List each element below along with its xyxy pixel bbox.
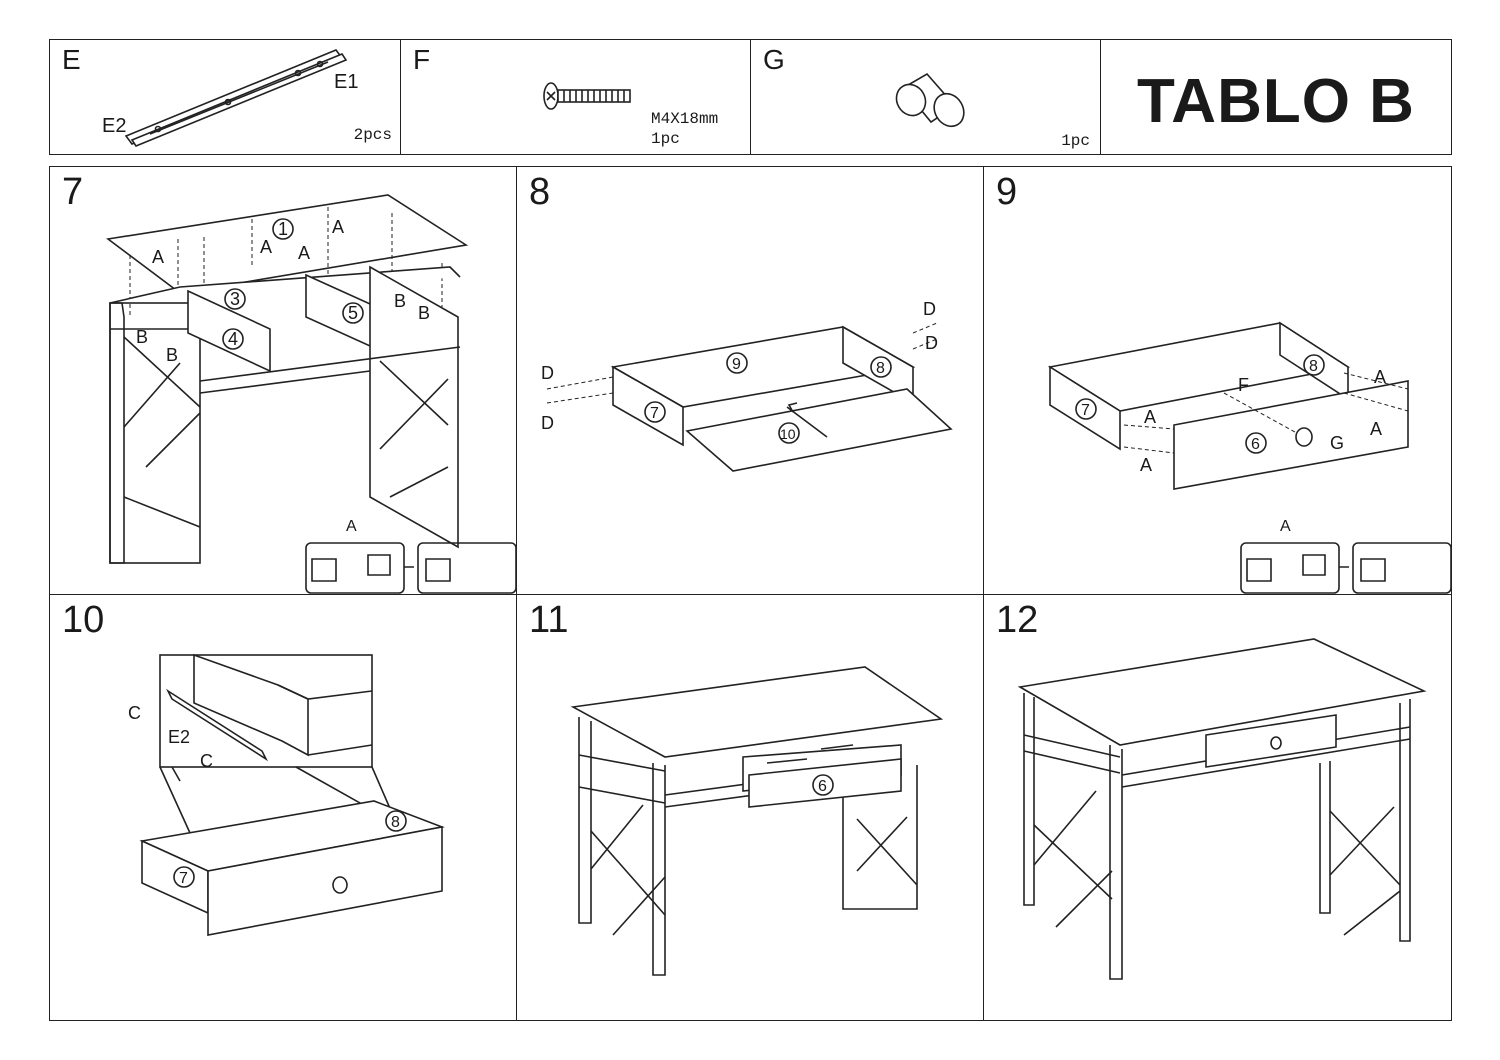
step-10-diagram: 7 8 C C E2 [128,653,445,936]
step-8-diagram: 9 8 7 10 D D D D [541,299,953,472]
step-9-panel: 9 7 8 6 F G A A A A A [983,166,1452,595]
callout-letter: B [394,291,406,311]
callout-letter: A [1144,407,1156,427]
callout-letter: D [923,299,936,319]
callout-number: 1 [278,219,288,239]
step-number: 8 [529,171,551,213]
step-11-panel: 11 6 [516,594,984,1021]
product-title: TABLO B [1137,67,1415,136]
callout-letter: A [346,518,357,535]
step-9-diagram: 7 8 6 F G A A A A A [1047,321,1452,594]
callout-letter: F [1238,375,1249,395]
callout-letter: A [1370,419,1382,439]
callout-letter: E2 [168,727,190,747]
step-7-diagram: 1 3 4 5 A A A A B B B B A [106,194,517,594]
step-12-panel: 12 [983,594,1452,1021]
step-number: 9 [996,171,1018,213]
callout-letter: G [1330,433,1344,453]
callout-letter: B [166,345,178,365]
part-quantity: 1pc [1061,132,1090,150]
callout-letter: B [136,327,148,347]
callout-number: 8 [876,360,885,377]
callout-letter: A [152,247,164,267]
part-quantity: 2pcs [353,126,392,144]
callout-letter: A [1374,367,1386,387]
callout-letter: D [541,363,554,383]
step-8-panel: 8 9 8 7 10 D D D D [516,166,984,595]
callout-letter: B [418,303,430,323]
callout-letter: A [1140,455,1152,475]
callout-number: 4 [228,329,238,349]
drawer-slide-icon: E1 E2 [102,49,358,147]
callout-number: 6 [818,778,827,795]
step-11-diagram: 6 [570,666,944,976]
callout-number: 7 [650,405,659,422]
callout-number: 6 [1251,436,1260,453]
part-f-cell: F M4X18mm 1pc [400,39,751,155]
callout-number: 3 [230,289,240,309]
part-letter: E [62,44,81,75]
callout-number: 7 [1081,402,1090,419]
knob-icon [895,72,965,128]
slide-label-e1: E1 [334,71,358,93]
title-cell: TABLO B [1100,39,1452,155]
part-e-cell: E E1 E2 2pcs [49,39,401,155]
part-letter: G [763,44,785,75]
screw-size: M4X18mm [651,110,719,128]
callout-letter: A [1280,518,1291,535]
step-10-panel: 10 7 8 C C E2 [49,594,517,1021]
step-12-diagram [1017,638,1427,980]
step-number: 10 [62,599,105,641]
part-quantity: 1pc [651,130,680,148]
callout-letter: D [925,333,938,353]
callout-number: 9 [732,356,741,373]
step-7-panel: 7 1 3 4 5 A A A A B B B B A [49,166,517,595]
step-number: 11 [529,599,569,641]
callout-number: 8 [391,814,400,831]
callout-number: 8 [1309,358,1318,375]
callout-letter: C [200,751,213,771]
callout-letter: A [298,243,310,263]
step-number: 12 [996,599,1039,641]
screw-icon [543,82,631,110]
callout-letter: A [260,237,272,257]
callout-number: 7 [179,870,188,887]
step-number: 7 [62,171,84,213]
callout-letter: C [128,703,141,723]
callout-letter: A [332,217,344,237]
callout-number: 5 [348,303,358,323]
callout-letter: D [541,413,554,433]
part-g-cell: G 1pc [750,39,1101,155]
slide-label-e2: E2 [102,115,126,137]
callout-number: 10 [780,426,796,442]
part-letter: F [413,44,431,75]
